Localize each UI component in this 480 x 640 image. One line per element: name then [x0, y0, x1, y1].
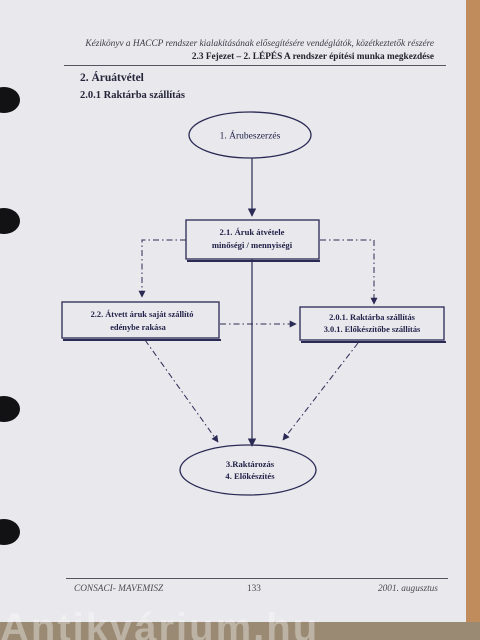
- node-to-store-label-2: 3.0.1. Előkészítőbe szállítás: [324, 325, 421, 334]
- running-header-chapter: 2.3 Fejezet – 2. LÉPÉS A rendszer építés…: [191, 52, 434, 62]
- footer-rule: [66, 578, 448, 579]
- node-storage-label-2: 4. Előkészítés: [225, 471, 275, 481]
- page-edge-strip: [466, 0, 480, 622]
- node-start: 1. Árubeszerzés: [188, 111, 312, 159]
- node-receive: 2.1. Áruk átvétele minőségi / mennyiségi: [185, 219, 320, 262]
- header-rule: [64, 65, 446, 66]
- binder-hole: [0, 87, 20, 113]
- section-subtitle: 2.0.1 Raktárba szállítás: [80, 90, 185, 101]
- connector-receive-tostore: [320, 239, 378, 305]
- footer-publisher: CONSACI- MAVEMISZ: [74, 584, 164, 594]
- node-own-container-label-1: 2.2. Átvett áruk saját szállító: [91, 309, 194, 319]
- node-storage-label-1: 3.Raktározás: [226, 459, 275, 469]
- flow-diagram: 1. Árubeszerzés 2.1. Áruk átvétele minős…: [61, 111, 446, 496]
- node-storage: 3.Raktározás 4. Előkészítés: [179, 444, 317, 496]
- node-own-container: 2.2. Átvett áruk saját szállító edénybe …: [61, 301, 221, 341]
- watermark: Antikvárium.hu: [0, 608, 320, 640]
- binder-hole: [0, 519, 20, 545]
- node-receive-label-1: 2.1. Áruk átvétele: [220, 227, 285, 237]
- connector-owncontainer-storage: [144, 339, 219, 443]
- section-title: 2. Áruátvétel: [80, 72, 144, 84]
- footer-page-number: 133: [247, 584, 261, 594]
- node-receive-label-2: minőségi / mennyiségi: [212, 240, 293, 250]
- running-header-title: Kézikönyv a HACCP rendszer kialakításána…: [85, 39, 434, 49]
- footer-date: 2001. augusztus: [378, 584, 438, 594]
- node-own-container-label-2: edénybe rakása: [110, 323, 166, 332]
- connector-receive-owncontainer: [138, 239, 186, 298]
- node-to-store: 2.0.1. Raktárba szállítás 3.0.1. Előkész…: [299, 306, 446, 343]
- binder-hole: [0, 208, 20, 234]
- node-to-store-label-1: 2.0.1. Raktárba szállítás: [329, 313, 416, 322]
- binder-hole: [0, 396, 20, 422]
- node-start-label: 1. Árubeszerzés: [220, 130, 281, 142]
- document-page: Kézikönyv a HACCP rendszer kialakításána…: [0, 0, 466, 622]
- connector-tostore-storage: [282, 342, 359, 441]
